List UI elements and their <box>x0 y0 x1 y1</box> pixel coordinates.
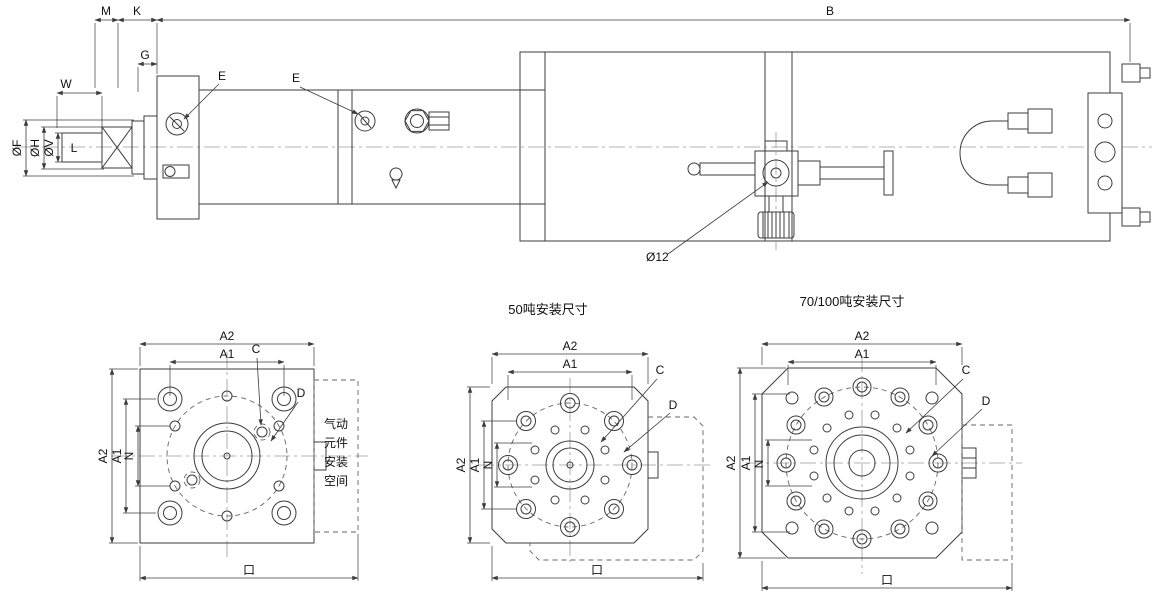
dim-label-a2: A2 <box>454 457 468 472</box>
dim-label-a1: A1 <box>563 357 578 371</box>
pneumatic-space-note: 气动 元件 安装 空间 <box>313 379 359 533</box>
dim-label-a1: A1 <box>110 448 124 463</box>
note-line-3: 安装 <box>324 454 348 469</box>
dim-label-a1: A1 <box>468 457 482 472</box>
note-line-1: 气动 <box>324 416 348 431</box>
dim-label-phi12: Ø12 <box>646 250 669 264</box>
dim-mkb: M K B <box>94 4 1131 88</box>
cylinder-tube <box>199 89 520 205</box>
dim-label-phi-h: ØH <box>28 139 42 157</box>
dim-label-g: G <box>140 48 149 62</box>
dim-label-c: C <box>962 363 971 377</box>
rear-body <box>519 51 1111 242</box>
front-flange <box>156 75 200 220</box>
dim-label-d: D <box>669 398 678 412</box>
offset-flange-outline <box>529 416 704 561</box>
note-line-2: 元件 <box>324 436 348 450</box>
dim-label-l: L <box>71 141 78 155</box>
dim-label-a2: A2 <box>563 339 578 353</box>
dim-e-leaders: E E <box>183 69 359 120</box>
dim-label-a1: A1 <box>220 347 235 361</box>
dim-label-e2: E <box>292 71 300 85</box>
dim-label-d: D <box>982 394 991 408</box>
dim-label-a1: A1 <box>855 347 870 361</box>
dim-label-d: D <box>297 386 306 400</box>
dim-label-e1: E <box>218 69 226 83</box>
dim-label-a2: A2 <box>96 448 110 463</box>
dim-label-bottom: 口 <box>243 563 255 577</box>
dim-label-a1: A1 <box>739 455 753 470</box>
dim-w: W <box>56 77 103 128</box>
dim-label-bottom: 口 <box>591 563 603 577</box>
dim-label-n: N <box>752 460 766 469</box>
dim-label-c: C <box>656 363 665 377</box>
rear-end-cap <box>959 63 1151 227</box>
dim-label-b: B <box>826 4 834 18</box>
valve-assembly <box>687 132 894 250</box>
dim-phi12: Ø12 <box>646 181 769 264</box>
end-view-70-100t: 70/100吨安装尺寸 A2 <box>724 294 1022 591</box>
end-view-left: A2 A1 A2 A1 N C D 气动 元件 安装 空间 口 <box>96 329 368 581</box>
piston-rod-assembly <box>61 115 158 180</box>
dim-label-a2: A2 <box>724 455 738 470</box>
pneumatic-space-outline <box>961 424 1013 561</box>
side-view: ØF ØH ØV L W M K B G <box>10 4 1152 264</box>
dim-label-m: M <box>101 4 111 18</box>
dim-label-phi-f: ØF <box>10 140 24 157</box>
dim-label-k: K <box>133 4 141 18</box>
dim-label-w: W <box>60 77 72 91</box>
end-view-50t: 50吨安装尺寸 A2 A1 A2 A1 <box>454 302 712 581</box>
view-title-70-100t: 70/100吨安装尺寸 <box>800 294 905 309</box>
dim-label-a2: A2 <box>220 329 235 343</box>
dim-label-phi-v: ØV <box>42 139 56 156</box>
dim-label-a2: A2 <box>855 329 870 343</box>
dim-label-c: C <box>252 342 261 356</box>
dim-label-n: N <box>481 461 495 470</box>
dim-label-n: N <box>122 452 136 461</box>
dim-g: G <box>137 48 158 92</box>
rod-diameter-dimensions: ØF ØH ØV L <box>10 119 134 177</box>
note-line-4: 空间 <box>324 474 348 488</box>
dim-label-bottom: 口 <box>881 573 893 587</box>
view-title-50t: 50吨安装尺寸 <box>508 302 587 317</box>
